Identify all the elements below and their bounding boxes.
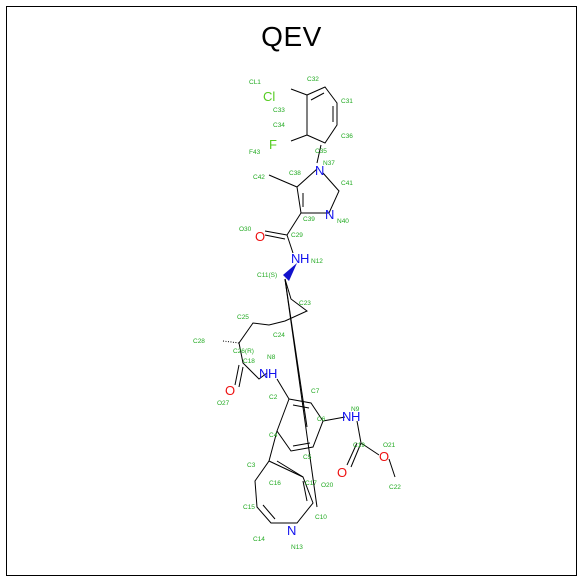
oxygen-label-o20: O [337, 465, 347, 480]
oxygen-label-o30: O [255, 229, 265, 244]
bond [286, 234, 294, 254]
bond [290, 88, 308, 96]
atom-label: C4 [269, 432, 278, 439]
atom-label: C10 [315, 514, 327, 521]
nitrogen-label-n13: N [287, 523, 296, 538]
atom-label: C25 [237, 314, 249, 321]
atom-label: C3 [247, 462, 256, 469]
hydrogen-label-n8: H [268, 366, 277, 381]
bond [302, 480, 308, 502]
atom-label: C14 [253, 536, 265, 543]
bond [222, 340, 240, 344]
oxygen-label-o27: O [225, 383, 235, 398]
atom-label: N8 [267, 354, 276, 361]
atom-label: C38 [289, 170, 301, 177]
atom-label: C33 [273, 107, 285, 114]
chlorine-label: Cl [263, 89, 275, 104]
atom-label: CL1 [249, 79, 261, 86]
atom-label: C31 [341, 98, 353, 105]
bond [322, 416, 346, 422]
bond [268, 460, 304, 478]
element-labels: Cl F N N O N H N H O N H O O N [225, 89, 389, 538]
bond [356, 420, 362, 444]
fluorine-label: F [269, 137, 277, 152]
bond [268, 174, 298, 188]
atom-label: C16 [269, 480, 281, 487]
hydrogen-label-n9: H [351, 409, 360, 424]
bond [286, 212, 302, 236]
pyridine-ring [254, 430, 314, 524]
bond [360, 442, 380, 456]
atom-label: C39 [303, 216, 315, 223]
bond [292, 404, 310, 409]
oxygen-label-o21: O [379, 449, 389, 464]
atom-label: C6 [317, 416, 326, 423]
atom-label: N9 [351, 406, 360, 413]
atom-index-labels: CL1 C32 C31 C33 C34 C36 F43 C35 N37 C38 … [193, 76, 401, 551]
atom-label: C35 [315, 148, 327, 155]
atom-label: C32 [307, 76, 319, 83]
macrocycle-chain [238, 278, 308, 380]
atom-label: C5 [303, 454, 312, 461]
stereo-wedge [283, 263, 297, 281]
nitrogen-label-n8: N [259, 366, 268, 381]
atom-label: C36 [341, 133, 353, 140]
bond [284, 278, 318, 508]
atom-label: N40 [337, 218, 349, 225]
bond [350, 442, 362, 468]
atom-label: C23 [299, 300, 311, 307]
atom-label: C2 [269, 394, 278, 401]
nitrogen-label-n9: N [342, 409, 351, 424]
atom-label: C17 [305, 480, 317, 487]
atom-label: N12 [311, 258, 323, 265]
atom-label: N37 [323, 160, 335, 167]
bond [234, 364, 240, 386]
atom-label: O21 [383, 442, 396, 449]
bond [292, 442, 311, 447]
atom-label: C29 [291, 232, 303, 239]
bond [316, 144, 322, 164]
atom-label: N13 [291, 544, 303, 551]
atom-label: C18 [243, 358, 255, 365]
nitrogen-label-n37: N [315, 163, 324, 178]
bond [238, 366, 244, 388]
bond [290, 134, 308, 142]
imidazole-ring [296, 168, 340, 214]
bond [346, 442, 358, 466]
atom-label: C15 [243, 504, 255, 511]
atom-label: C11(S) [257, 272, 277, 279]
atom-label: C24 [273, 332, 285, 339]
diagram-frame: QEV [6, 6, 577, 576]
atom-label: O20 [321, 482, 334, 489]
molecule-structure: Cl F N N O N H N H O N H O O N CL1 C32 C… [193, 76, 401, 551]
benzene-ring [306, 86, 338, 144]
molecule-title: QEV [261, 21, 322, 52]
bond [262, 504, 276, 520]
atom-label: C28 [193, 338, 205, 345]
atom-label: C41 [341, 180, 353, 187]
atom-label: C34 [273, 122, 285, 129]
bond [276, 378, 290, 400]
bond-lines [222, 86, 396, 524]
hydrogen-label-n12: H [300, 251, 309, 266]
atom-label: C19 [353, 442, 365, 449]
bond [264, 230, 288, 236]
atom-label: C42 [253, 174, 265, 181]
atom-label: O30 [239, 226, 252, 233]
bond [264, 234, 286, 240]
atom-label: O27 [217, 400, 230, 407]
bond [388, 458, 396, 478]
nitrogen-label-n12: N [291, 251, 300, 266]
atom-label: F43 [249, 149, 261, 156]
bond [310, 92, 325, 101]
nitrogen-label-n40: N [325, 207, 334, 222]
atom-label: C26(R) [233, 348, 254, 355]
atom-label: C22 [389, 484, 401, 491]
atom-label: C7 [311, 388, 320, 395]
